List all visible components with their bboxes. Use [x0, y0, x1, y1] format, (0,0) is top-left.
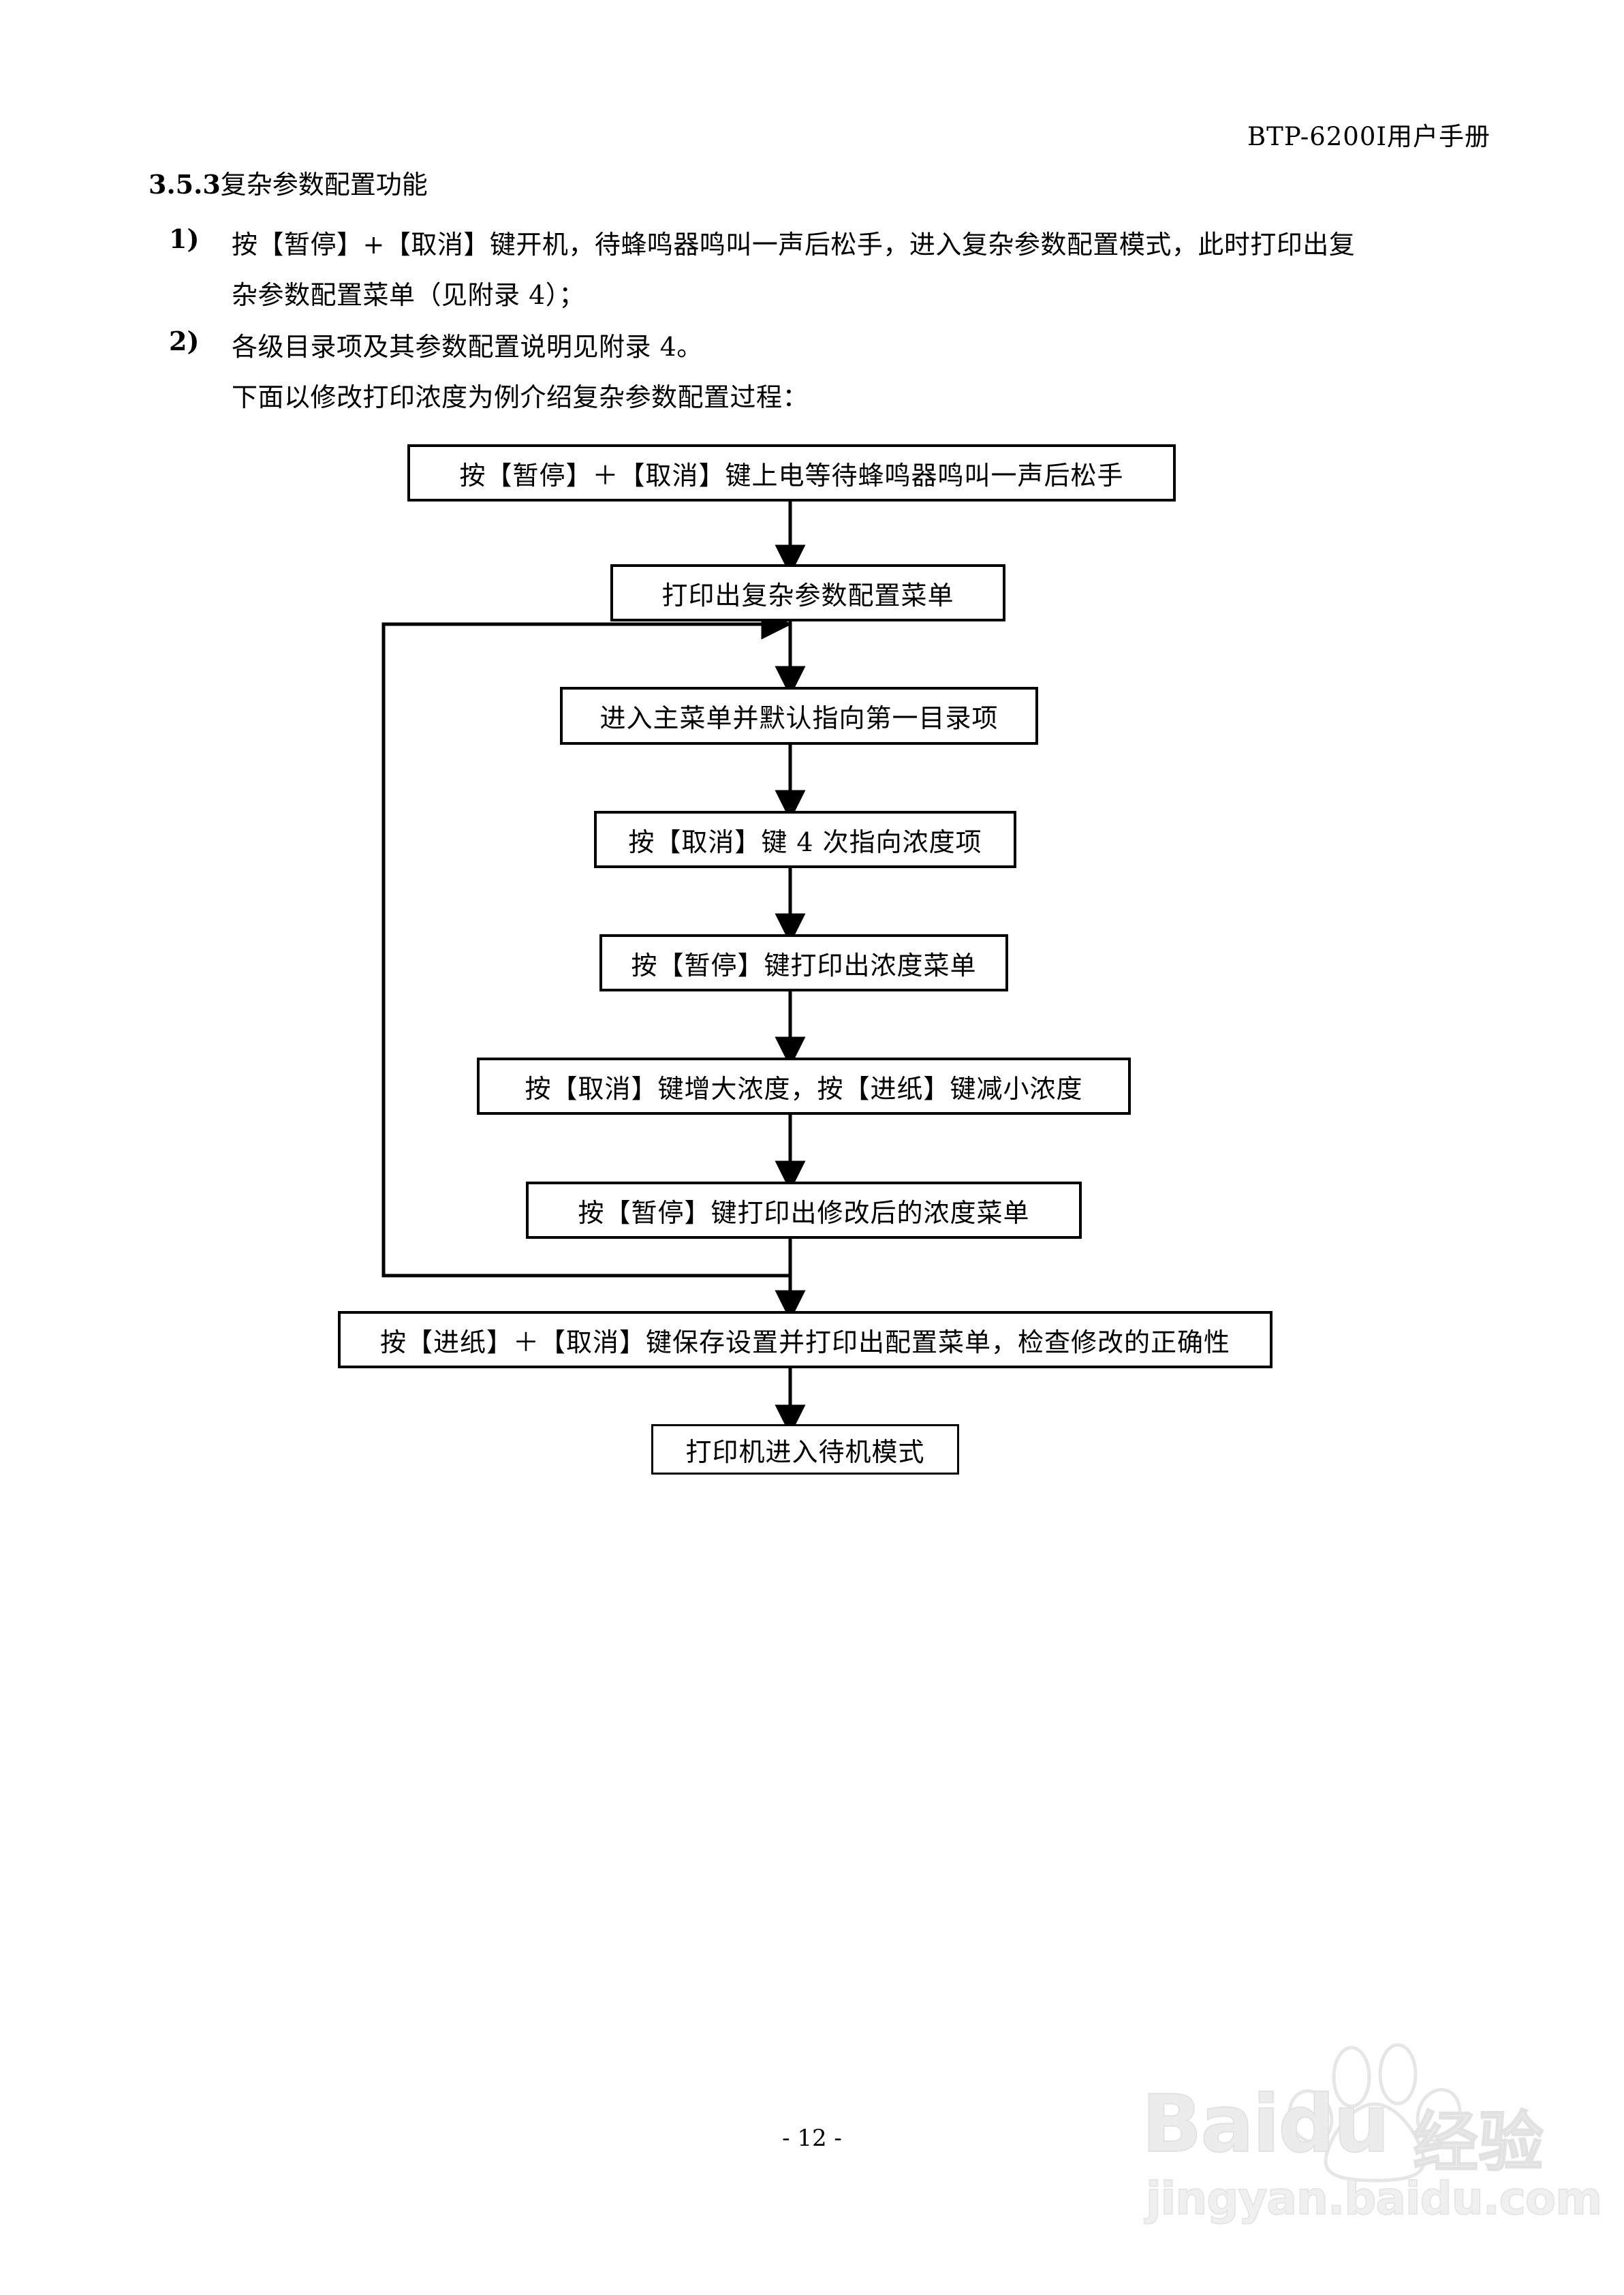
- list-marker-1: 1): [169, 224, 200, 254]
- list-item-1-line-2: 杂参数配置菜单（见附录 4）；: [232, 280, 585, 310]
- flow-node-save-and-verify: 按【进纸】＋【取消】键保存设置并打印出配置菜单，检查修改的正确性: [338, 1311, 1272, 1368]
- flow-node-standby: 打印机进入待机模式: [651, 1424, 959, 1475]
- flow-node-adjust-density: 按【取消】键增大浓度，按【进纸】键减小浓度: [477, 1058, 1131, 1115]
- flow-node-start: 按【暂停】＋【取消】键上电等待蜂鸣器鸣叫一声后松手: [407, 444, 1176, 502]
- flow-node-print-modified-density: 按【暂停】键打印出修改后的浓度菜单: [526, 1182, 1082, 1239]
- intro-line: 下面以修改打印浓度为例介绍复杂参数配置过程：: [232, 382, 809, 412]
- list-marker-2: 2): [169, 326, 200, 356]
- watermark-url: jingyan.baidu.com: [1145, 2172, 1603, 2225]
- list-item-2-line-1: 各级目录项及其参数配置说明见附录 4。: [232, 332, 703, 362]
- section-number: 3.5.3: [149, 169, 221, 200]
- flow-node-enter-main-menu: 进入主菜单并默认指向第一目录项: [560, 687, 1038, 745]
- document-header: BTP-6200I用户手册: [1247, 122, 1490, 151]
- page-number: - 12 -: [782, 2125, 842, 2152]
- list-item-1-line-1: 按【暂停】+【取消】键开机，待蜂鸣器鸣叫一声后松手，进入复杂参数配置模式，此时打…: [232, 230, 1356, 260]
- baidu-paw-icon: [1287, 2043, 1462, 2183]
- page-title: 3.5.3复杂参数配置功能: [149, 164, 428, 201]
- flow-node-press-cancel-4: 按【取消】键 4 次指向浓度项: [594, 811, 1016, 868]
- section-title: 复杂参数配置功能: [220, 170, 428, 200]
- flow-node-print-menu: 打印出复杂参数配置菜单: [610, 564, 1005, 621]
- flow-node-press-pause-print-density: 按【暂停】键打印出浓度菜单: [599, 934, 1008, 991]
